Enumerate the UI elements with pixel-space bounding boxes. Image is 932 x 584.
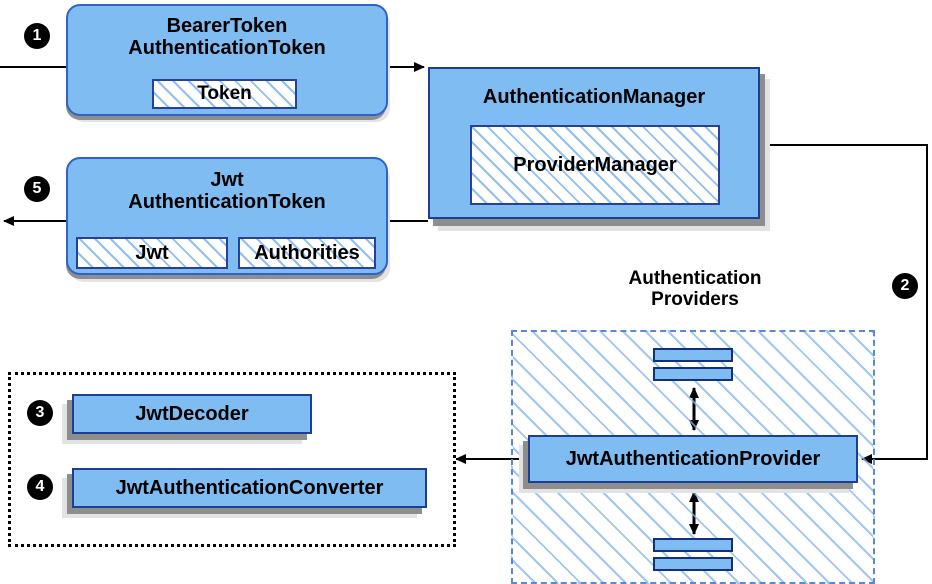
jwt-authentication-provider-node[interactable]: JwtAuthenticationProvider — [528, 435, 858, 483]
jwt-authentication-converter-node[interactable]: JwtAuthenticationConverter — [72, 468, 427, 508]
step-badge-4-number: 4 — [35, 478, 45, 495]
step-badge-5-number: 5 — [32, 180, 42, 197]
jwt-decoder-label: JwtDecoder — [135, 402, 249, 425]
step-badge-5: 5 — [24, 176, 50, 202]
jwt-authentication-token-label: Jwt AuthenticationToken — [128, 169, 326, 214]
authorities-inner-label: Authorities — [254, 241, 360, 264]
authentication-manager-label: AuthenticationManager — [482, 86, 706, 108]
step-badge-1: 1 — [24, 23, 50, 49]
bearer-token-authentication-token-label: BearerToken AuthenticationToken — [128, 15, 326, 60]
step-badge-4: 4 — [27, 474, 53, 500]
provider-bar-bottom-2 — [653, 557, 733, 571]
bearer-token-inner-token: Token — [152, 79, 297, 109]
jwt-authentication-token-inner-jwt: Jwt — [76, 237, 228, 269]
provider-bar-top-1 — [653, 348, 733, 362]
jwt-inner-label: Jwt — [135, 241, 169, 264]
step-badge-2: 2 — [892, 273, 918, 299]
bearer-token-inner-token-label: Token — [197, 83, 252, 104]
jwt-authentication-converter-label: JwtAuthenticationConverter — [115, 476, 384, 499]
jwt-authentication-provider-label: JwtAuthenticationProvider — [565, 447, 821, 470]
provider-bar-top-2 — [653, 367, 733, 381]
provider-bar-bottom-1 — [653, 538, 733, 552]
authentication-manager-inner-provider-manager: ProviderManager — [470, 125, 720, 205]
step-badge-1-number: 1 — [32, 27, 42, 44]
jwt-authentication-token-inner-authorities: Authorities — [238, 237, 376, 269]
authentication-providers-caption: Authentication Providers — [628, 268, 762, 311]
provider-manager-label: ProviderManager — [513, 153, 677, 176]
jwt-decoder-node[interactable]: JwtDecoder — [72, 394, 312, 434]
step-badge-3-number: 3 — [35, 404, 45, 421]
step-badge-3: 3 — [27, 400, 53, 426]
step-badge-2-number: 2 — [900, 277, 910, 294]
